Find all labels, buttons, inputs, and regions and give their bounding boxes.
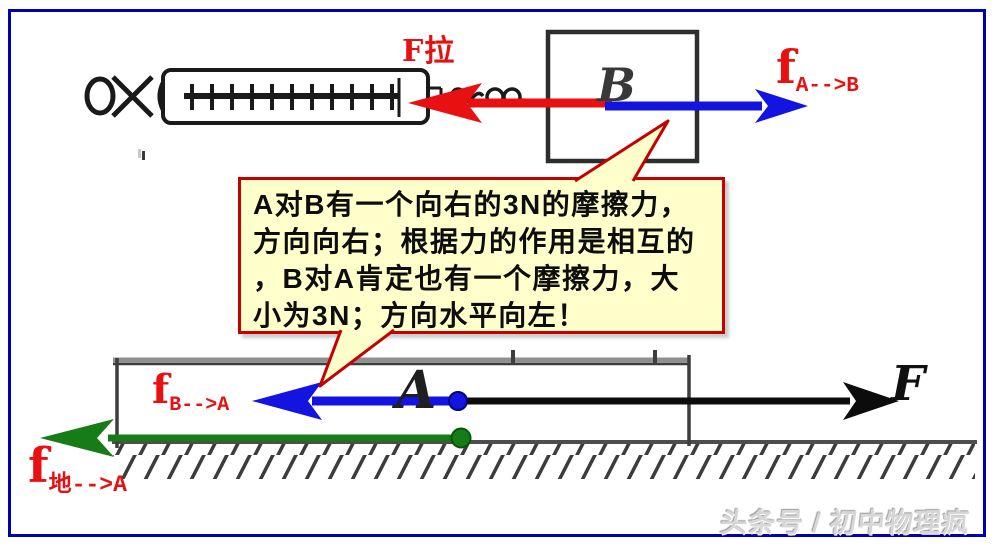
force-symbol: f <box>152 366 170 413</box>
applied-force-label: F <box>891 356 926 412</box>
callout-line: 小为3N；方向水平向左！ <box>253 300 587 331</box>
contact-point-dot-green <box>450 427 472 449</box>
callout-line: A对B有一个向右的3N的摩擦力， <box>253 189 690 220</box>
pull-force-label: F拉 <box>402 34 456 69</box>
figure-border <box>8 9 986 537</box>
ground-friction-label: f地-->A <box>28 438 127 498</box>
block-a <box>113 350 691 448</box>
force-subscript: A-->B <box>795 75 859 98</box>
force-symbol: f <box>776 40 796 94</box>
force-subscript: B-->A <box>169 394 230 417</box>
stray-mark <box>142 151 145 160</box>
ground-hatching <box>112 440 977 479</box>
force-symbol: f <box>28 438 49 494</box>
friction-explanation-callout: A对B有一个向右的3N的摩擦力， 方向向右；根据力的作用是相互的 ，B对A肯定也… <box>238 177 725 334</box>
friction-ba-arrow <box>252 382 468 420</box>
friction-ba-label: fB-->A <box>152 366 229 417</box>
pull-force-arrow <box>408 83 612 123</box>
callout-line: 方向向右；根据力的作用是相互的 <box>253 226 696 257</box>
watermark: 头条号 / 初中物理疯 <box>718 508 972 538</box>
spring-scale-icon <box>84 68 550 125</box>
block-a-letter: A <box>396 360 437 421</box>
force-subscript: 地-->A <box>48 472 127 498</box>
applied-force-arrow <box>458 382 899 420</box>
friction-ab-label: fA-->B <box>776 40 859 98</box>
friction-ab-arrow <box>605 89 808 123</box>
block-b-letter: B <box>597 58 636 112</box>
ground-friction-arrow <box>40 419 472 457</box>
callout-line: ，B对A肯定也有一个摩擦力，大 <box>253 263 680 294</box>
contact-point-dot-blue <box>448 391 468 411</box>
